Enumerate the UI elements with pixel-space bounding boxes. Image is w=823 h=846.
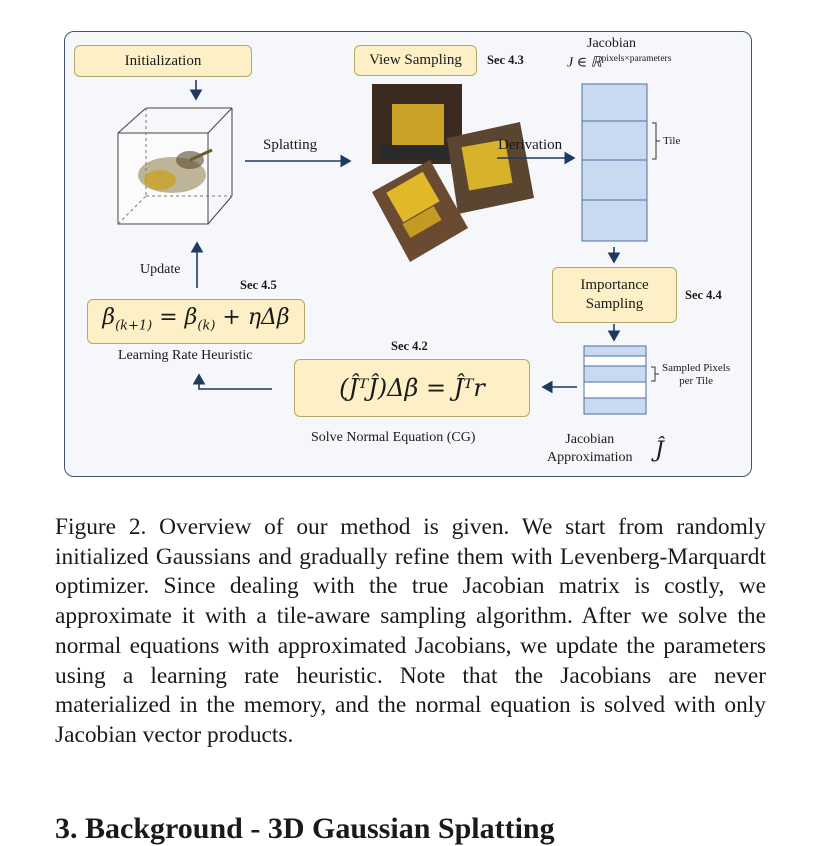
gaussian-cube-illustration <box>117 107 233 225</box>
initialization-box: Initialization <box>74 45 252 77</box>
lr-equation-box: β(k+1) = β(k) + ηΔβ <box>87 299 305 344</box>
jacobian-title: Jacobian <box>587 36 636 51</box>
initialization-label: Initialization <box>124 52 202 69</box>
sampled-pixels-label: Sampled Pixels per Tile <box>662 362 731 387</box>
sampled-jacobian-matrix <box>583 345 647 415</box>
tile-label: Tile <box>663 135 681 147</box>
solve-sec: Sec 4.2 <box>391 339 428 353</box>
splatting-label: Splatting <box>263 137 318 153</box>
derivation-label: Derivation <box>498 137 563 153</box>
view-sampling-box: View Sampling <box>354 45 477 76</box>
arrow-solve-to-lr <box>192 373 272 390</box>
approx-symbol: Ĵ <box>655 438 664 463</box>
jacobian-formula: J ∈ ℝpixels×parameters <box>567 54 672 71</box>
jacobian-matrix <box>581 83 648 242</box>
approx-label: Jacobian Approximation <box>547 432 633 465</box>
importance-sampling-line2: Sampling <box>585 296 644 312</box>
view-sampling-label: View Sampling <box>369 52 462 68</box>
importance-sampling-line1: Importance <box>580 277 649 293</box>
rendered-views-illustration <box>372 84 534 262</box>
section-heading: 3. Background - 3D Gaussian Splatting <box>55 812 555 845</box>
figure-caption: Figure 2. Overview of our method is give… <box>55 514 766 748</box>
importance-sampling-box: Importance Sampling <box>552 267 677 323</box>
solve-equation-box: (ĴᵀĴ)Δβ = Ĵᵀr <box>294 359 530 417</box>
lr-equation: β(k+1) = β(k) + ηΔβ <box>102 304 290 334</box>
importance-sec: Sec 4.4 <box>685 288 722 302</box>
solve-caption: Solve Normal Equation (CG) <box>311 430 476 445</box>
lr-caption: Learning Rate Heuristic <box>118 348 253 363</box>
sampled-brace <box>651 366 659 382</box>
solve-equation: (ĴᵀĴ)Δβ = Ĵᵀr <box>339 373 485 402</box>
view-sampling-sec: Sec 4.3 <box>487 53 524 67</box>
update-label: Update <box>140 262 181 277</box>
lr-sec: Sec 4.5 <box>240 278 277 292</box>
tile-brace <box>652 122 660 160</box>
